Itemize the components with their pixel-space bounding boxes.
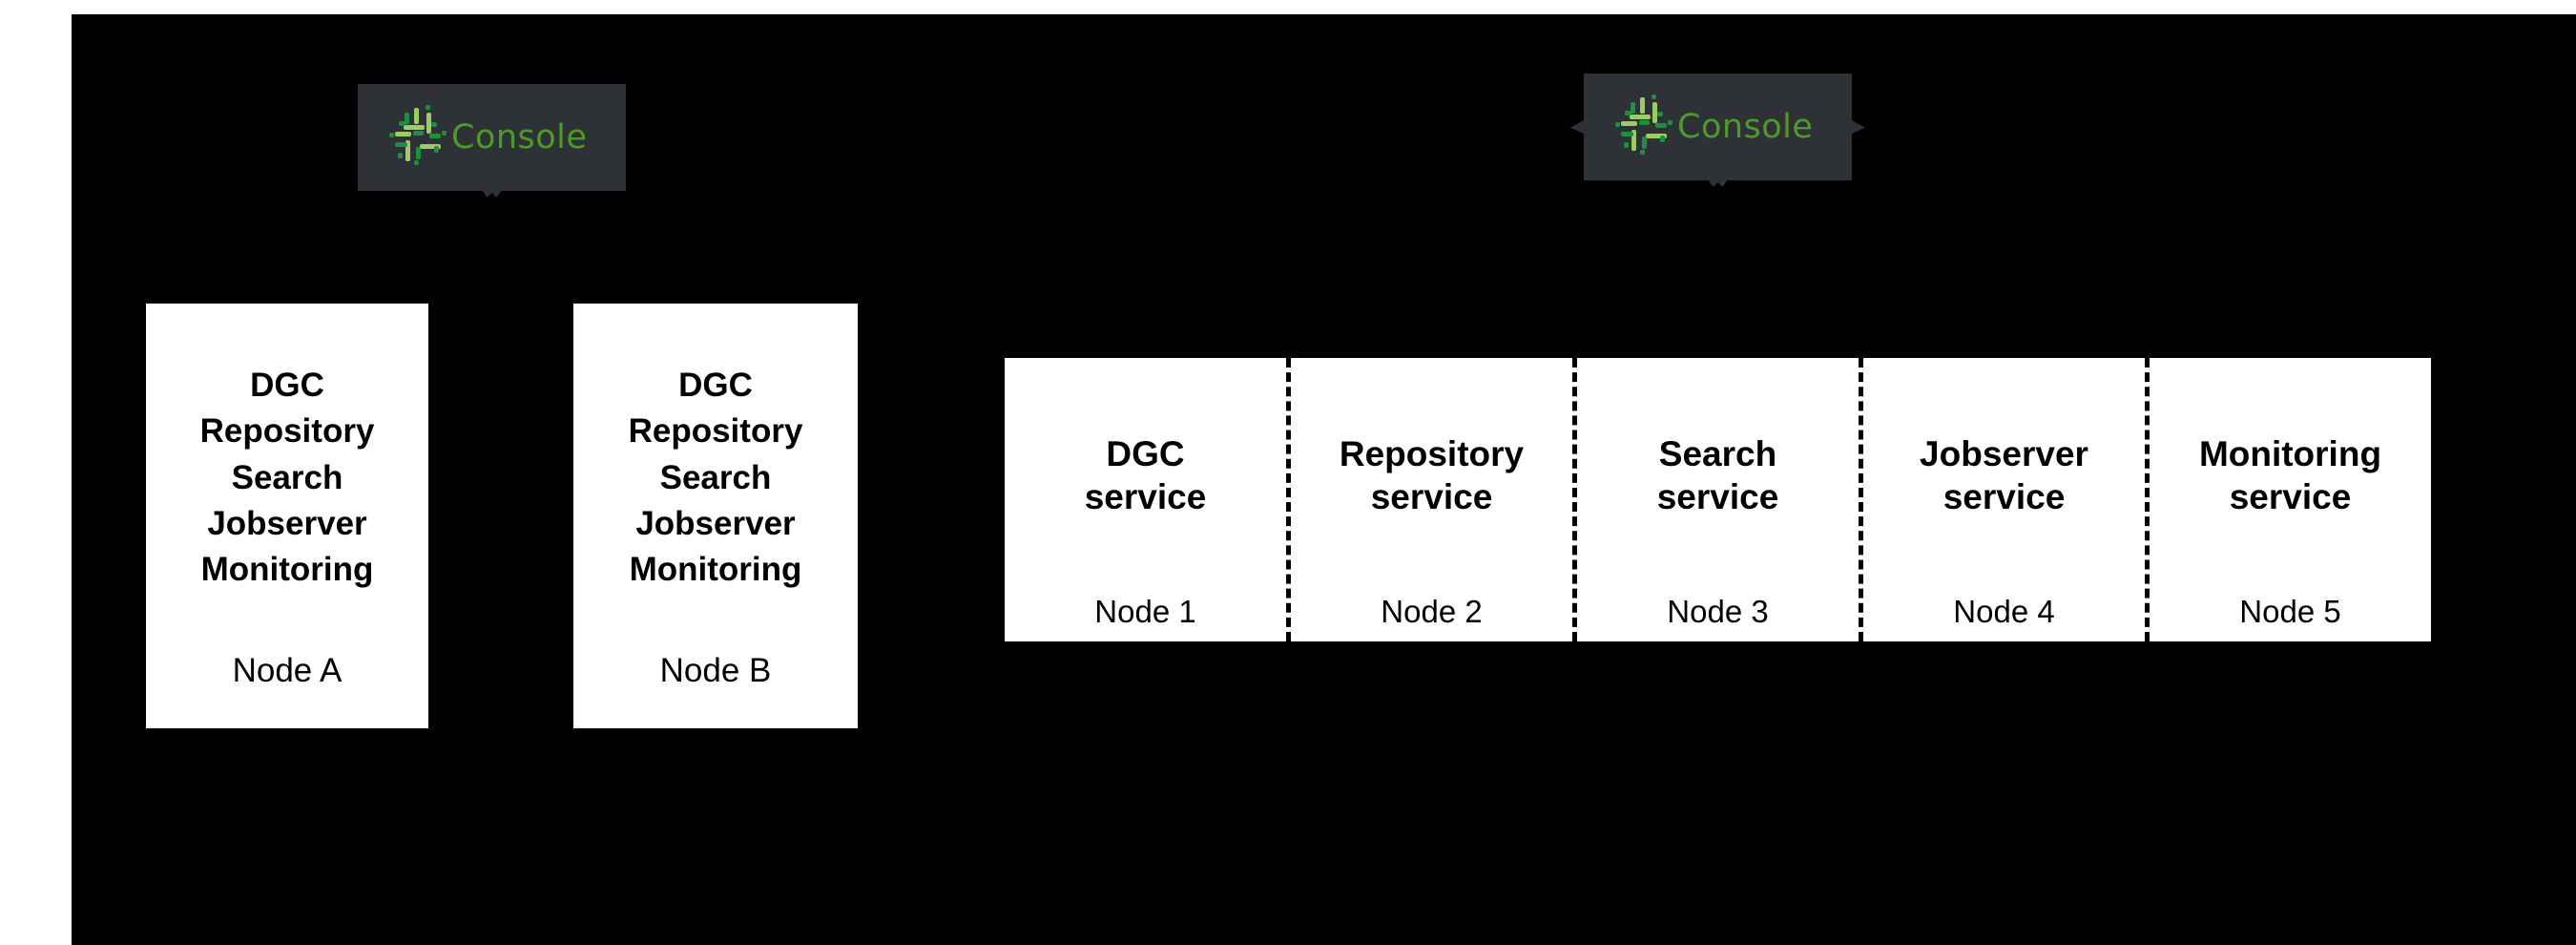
console-dashed-circle-icon [384,102,451,174]
node-label: Node A [232,652,343,690]
console-badge-label: Console [451,118,588,157]
service-column-node-1[interactable]: DGC service Node 1 [1005,358,1286,641]
service-name: Search service [1656,434,1779,517]
service-name: Repository service [1339,434,1525,517]
service-node-label: Node 5 [2239,594,2341,629]
service-node-label: Node 2 [1381,594,1483,629]
node-label: Node B [659,652,772,690]
service-name: DGC service [1084,434,1207,517]
node-card-a[interactable]: DGC Repository Search Jobserver Monitori… [146,304,428,728]
service-column-node-2[interactable]: Repository service Node 2 [1286,358,1572,641]
service-node-label: Node 4 [1953,594,2055,629]
console-badge-a[interactable]: Console [358,84,626,198]
node-service-list: DGC Repository Search Jobserver Monitori… [628,367,803,589]
service-column-node-5[interactable]: Monitoring service Node 5 [2145,358,2431,641]
node-card-b[interactable]: DGC Repository Search Jobserver Monitori… [573,304,858,728]
console-dashed-circle-icon [1610,92,1677,163]
service-column-node-3[interactable]: Search service Node 3 [1572,358,1859,641]
service-column-node-4[interactable]: Jobserver service Node 4 [1859,358,2145,641]
service-panel: DGC service Node 1 Repository service No… [1005,358,2431,641]
service-name: Monitoring service [2198,434,2382,517]
node-service-list: DGC Repository Search Jobserver Monitori… [199,367,375,589]
service-name: Jobserver service [1920,434,2088,517]
console-badge-label: Console [1677,108,1814,146]
service-node-label: Node 3 [1667,594,1769,629]
console-badge-b[interactable]: Console [1570,74,1865,187]
service-node-label: Node 1 [1094,594,1196,629]
